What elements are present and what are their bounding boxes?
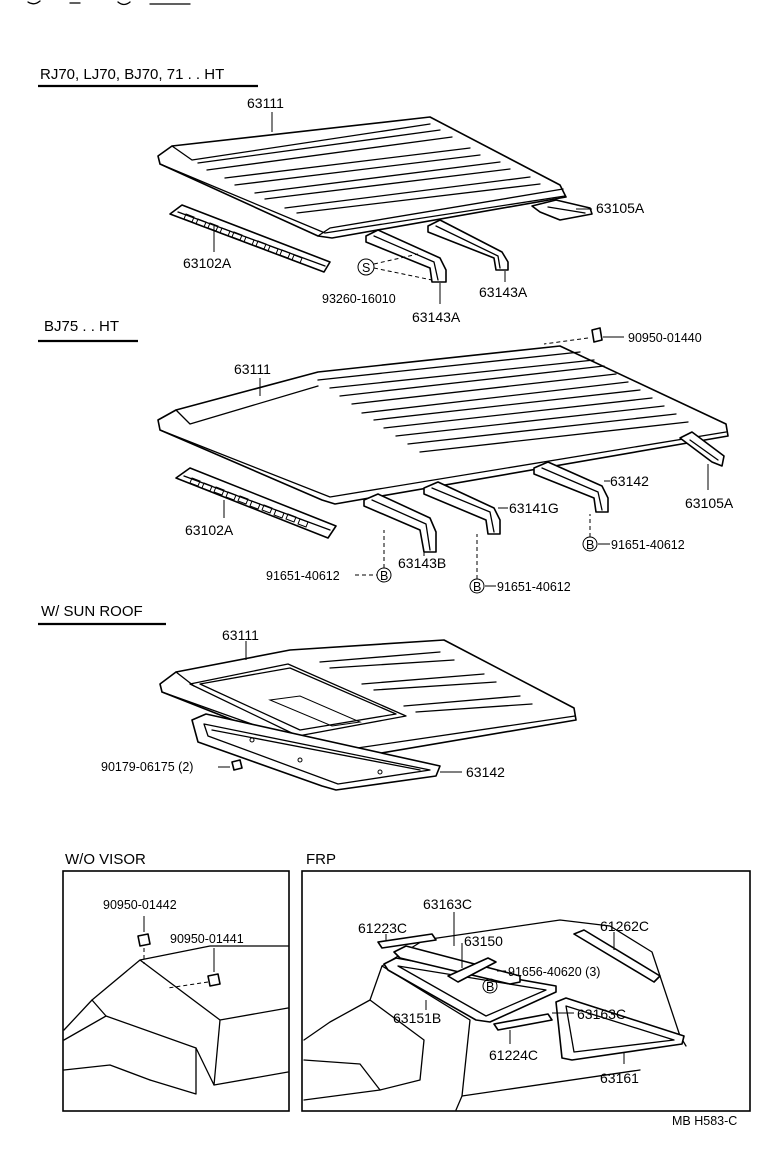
leader-lines-s2 — [223, 378, 709, 556]
leader-lines-frp — [425, 912, 615, 1014]
section-title-frp: FRP — [306, 851, 336, 868]
clip-90950-01441 — [167, 948, 221, 989]
section-sun-roof: W/ SUN ROOF 63111 90179- — [38, 603, 577, 791]
frp-roof-sketch — [303, 919, 687, 1111]
label-91651-40612-middle: 91651-40612 — [497, 580, 571, 594]
label-63150: 63150 — [464, 933, 503, 949]
side-rail-63105A-long — [679, 431, 725, 467]
label-63151B: 63151B — [393, 1010, 441, 1026]
svg-text:B: B — [380, 569, 388, 583]
label-90950-01441: 90950-01441 — [170, 932, 244, 946]
roof-panel-63111-long — [157, 345, 729, 505]
frp-bracket-63150 — [447, 957, 497, 983]
label-63102A: 63102A — [183, 255, 232, 271]
label-61262C: 61262C — [600, 918, 649, 934]
inset-box-wo-visor — [62, 870, 290, 1112]
front-header-63102A — [175, 467, 337, 539]
label-93260-16010: 93260-16010 — [322, 292, 396, 306]
frp-trim-61223C — [377, 933, 437, 949]
leader-lines-s1 — [213, 112, 592, 304]
section-title-bj75: BJ75 . . HT — [44, 318, 119, 335]
label-91651-40612-right: 91651-40612 — [611, 538, 685, 552]
section-rj70-ht: RJ70, LJ70, BJ70, 71 . . HT — [38, 66, 645, 325]
inset-box-frp — [301, 870, 751, 1112]
side-rail-63105A — [531, 199, 593, 221]
label-63143B: 63143B — [398, 555, 446, 571]
label-63163C-lower: 63163C — [577, 1006, 626, 1022]
label-90950-01442: 90950-01442 — [103, 898, 177, 912]
roof-bow-63142 — [533, 461, 609, 513]
label-63105A: 63105A — [596, 200, 645, 216]
section-title-sun-roof: W/ SUN ROOF — [41, 603, 143, 620]
bolt-marker-b-frp: B — [482, 970, 506, 994]
frp-trim-61224C — [493, 1013, 553, 1044]
frp-frame-63161 — [555, 997, 685, 1064]
roof-panel-63111 — [157, 116, 567, 239]
label-63161: 63161 — [600, 1070, 639, 1086]
label-63111: 63111 — [222, 627, 259, 643]
bolt-marker-b-1: B — [582, 514, 610, 552]
svg-text:S: S — [362, 261, 370, 275]
label-90179-06175: 90179-06175 (2) — [101, 760, 193, 774]
label-63141G: 63141G — [509, 500, 559, 516]
label-61224C: 61224C — [489, 1047, 538, 1063]
visor-roof-sketch — [63, 945, 289, 1095]
clip-90179-06175 — [218, 759, 243, 771]
label-91651-40612-left: 91651-40612 — [266, 569, 340, 583]
section-bj75-ht: BJ75 . . HT 90950-01440 — [38, 318, 734, 594]
roof-bow-63143A-front — [365, 229, 447, 283]
svg-text:B: B — [473, 580, 481, 594]
clip-90950-01440 — [543, 327, 624, 345]
label-63142: 63142 — [466, 764, 505, 780]
label-63105A: 63105A — [685, 495, 734, 511]
clip-90950-01442 — [137, 916, 151, 964]
label-63102A: 63102A — [185, 522, 234, 538]
section-wo-visor: W/O VISOR 90950-01442 90950-01441 — [62, 851, 290, 1112]
frp-frame-63163C-upper — [393, 945, 521, 985]
diagram-code: MB H583-C — [672, 1114, 737, 1128]
section-title-rj70: RJ70, LJ70, BJ70, 71 . . HT — [40, 66, 224, 83]
svg-text:B: B — [486, 980, 494, 994]
sunroof-frame-63142 — [191, 713, 462, 791]
roof-bow-63143A-rear — [427, 219, 509, 271]
label-61223C: 61223C — [358, 920, 407, 936]
bolt-marker-b-3: B — [469, 534, 496, 594]
section-frp: FRP — [301, 851, 751, 1112]
roof-bow-63141G — [423, 481, 501, 535]
roof-bow-63143B — [363, 493, 437, 553]
label-63143A-upper: 63143A — [479, 284, 528, 300]
top-crop-remnant — [27, 0, 191, 6]
front-header-63102A — [169, 204, 331, 273]
bolt-marker-b-2: B — [376, 530, 392, 583]
svg-text:B: B — [586, 538, 594, 552]
frp-trim-61262C — [573, 929, 661, 983]
label-63163C-upper: 63163C — [423, 896, 472, 912]
label-63143A-lower: 63143A — [412, 309, 461, 325]
label-90950-01440: 90950-01440 — [628, 331, 702, 345]
label-91656-40620: 91656-40620 (3) — [508, 965, 600, 979]
label-63111: 63111 — [234, 361, 271, 377]
label-63111: 63111 — [247, 95, 284, 111]
section-title-wo-visor: W/O VISOR — [65, 851, 146, 868]
label-63142: 63142 — [610, 473, 649, 489]
screw-marker-s: S — [357, 253, 433, 281]
